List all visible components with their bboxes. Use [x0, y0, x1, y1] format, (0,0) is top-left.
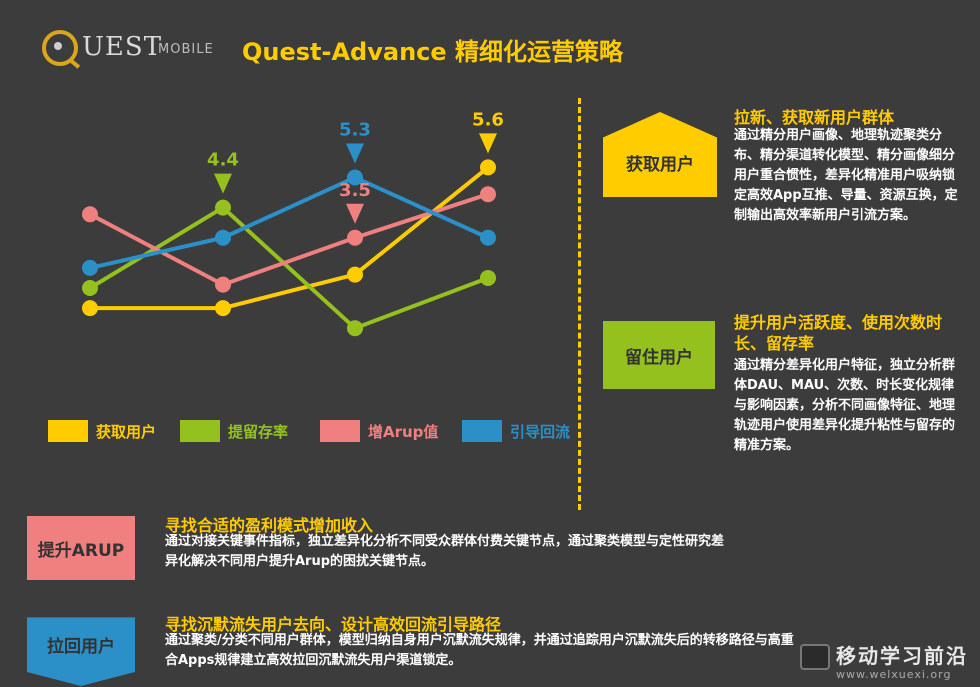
annotation-marker-acquire [479, 133, 497, 154]
logo-q-ring-icon [42, 30, 78, 66]
legend-item-arup: 增Arup值 [320, 418, 438, 444]
data-point-acquire-2 [215, 300, 231, 317]
data-point-retention-3 [347, 320, 363, 337]
data-point-acquire-1 [82, 300, 98, 317]
legend-swatch-recall [462, 420, 502, 442]
recall-label: 拉回用户 [47, 637, 115, 657]
data-point-recall-3 [347, 169, 363, 186]
quest-mobile-logo: UEST MOBILE [42, 28, 222, 72]
retain-label: 留住用户 [625, 347, 693, 368]
recall-shape [27, 617, 135, 686]
arup-body: 通过对接关键事件指标，独立差异化分析不同受众群体付费关键节点，通过聚类模型与定性… [165, 534, 725, 569]
data-point-recall-4 [480, 229, 496, 246]
data-point-acquire-4 [480, 159, 496, 176]
legend-label-arup: 增Arup值 [368, 422, 439, 441]
annotation-label-arup: 3.5 [339, 180, 371, 201]
annotation-marker-arup [346, 203, 364, 224]
acquire-body: 通过精分用户画像、地理轨迹聚类分布、精分渠道转化模型、精分画像细分用户重合惯性，… [734, 128, 958, 223]
series-line-retention [88, 205, 489, 331]
annotation-marker-retention [214, 173, 232, 194]
logo-uest-text: UEST [82, 32, 163, 62]
retain-title: 提升用户活跃度、使用次数时长、留存率 [734, 313, 943, 353]
watermark-url: www.welxuexi.org [836, 668, 952, 681]
logo-mobile-text: MOBILE [158, 42, 214, 57]
legend-label-retention: 提留存率 [228, 422, 289, 441]
logo-dot-icon [54, 42, 62, 50]
legend-swatch-acquire [48, 420, 88, 442]
legend-item-retention: 提留存率 [180, 418, 288, 444]
legend-swatch-retention [180, 420, 220, 442]
acquire-title: 拉新、获取新用户群体 [734, 108, 895, 127]
series-line-recall [89, 175, 489, 270]
legend-label-recall: 引导回流 [510, 422, 571, 441]
page-title: Quest-Advance 精细化运营策略 [242, 38, 624, 66]
arup-box: 提升ARUP [27, 516, 135, 580]
legend-item-recall: 引导回流 [462, 418, 570, 444]
legend-swatch-arup [320, 420, 360, 442]
annotation-label-recall: 5.3 [339, 119, 371, 140]
watermark-logo-icon [800, 644, 830, 670]
data-point-arup-1 [82, 206, 98, 223]
data-point-arup-2 [215, 276, 231, 293]
dashed-divider [578, 98, 581, 510]
annotation-label-retention: 4.4 [207, 150, 239, 171]
arup-label: 提升ARUP [37, 540, 125, 561]
data-point-recall-1 [82, 259, 98, 276]
annotation-label-acquire: 5.6 [472, 110, 504, 130]
retain-box: 留住用户 [603, 321, 715, 389]
annotation-marker-recall [346, 143, 364, 164]
data-point-retention-2 [215, 199, 231, 216]
data-point-retention-1 [82, 280, 98, 296]
data-point-retention-4 [480, 269, 496, 286]
recall-title: 寻找沉默流失用户去向、设计高效回流引导路径 [165, 615, 502, 634]
watermark-text: 移动学习前沿 [836, 644, 968, 668]
acquire-label: 获取用户 [626, 155, 694, 175]
watermark: 移动学习前沿 www.welxuexi.org [800, 636, 980, 687]
retain-body: 通过精分差异化用户特征，独立分析群体DAU、MAU、次数、时长变化规律与影响因素… [734, 358, 956, 453]
arup-title: 寻找合适的盈利模式增加收入 [165, 516, 374, 535]
legend-item-acquire: 获取用户 [48, 418, 156, 444]
recall-body: 通过聚类/分类不同用户群体，模型归纳自身用户沉默流失规律，并通过追踪用户沉默流失… [165, 633, 794, 668]
data-point-arup-3 [347, 229, 363, 246]
series-line-arup [89, 192, 489, 287]
legend-label-acquire: 获取用户 [96, 422, 157, 441]
line-chart: 4.4 5.3 3.5 5.6 [82, 110, 504, 337]
data-point-acquire-3 [347, 266, 363, 283]
data-point-arup-4 [480, 186, 496, 203]
data-point-recall-2 [215, 229, 231, 246]
series-line-acquire [90, 165, 490, 311]
